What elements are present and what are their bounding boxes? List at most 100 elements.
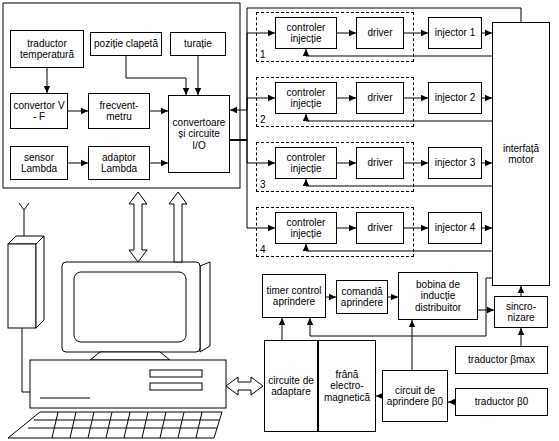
block-box: adaptor Lambda (88, 146, 150, 180)
box-label: controler injecție (278, 22, 334, 45)
computer-illustration (8, 203, 226, 438)
callout-number: 3 (260, 179, 266, 191)
radio-front (8, 244, 36, 328)
signal-arrow (521, 286, 522, 296)
signal-arrow (68, 163, 88, 164)
signal-arrow (68, 111, 88, 112)
box-label: injector 3 (435, 157, 476, 169)
block-box: injector 4 (428, 212, 482, 244)
monitor-side (200, 262, 210, 352)
box-label: frecvent-metru (91, 100, 147, 123)
signal-arrow (150, 111, 168, 112)
signal-arrow (306, 179, 492, 186)
keyboard (8, 412, 222, 438)
block-box: interfață motor (492, 22, 550, 286)
signal-arrow (282, 318, 283, 340)
box-label: injector 2 (435, 92, 476, 104)
antenna (19, 203, 24, 210)
signal-arrow (306, 244, 492, 251)
pc-drive (150, 370, 202, 377)
box-label: injector 4 (435, 222, 476, 234)
block-box: sincro-nizare (494, 296, 548, 328)
connectors (47, 8, 521, 402)
signal-arrow (404, 163, 428, 164)
radio-cable (22, 328, 30, 392)
signal-arrow (404, 228, 428, 229)
signal-arrow (404, 98, 428, 99)
box-label: circuite de adaptare (267, 375, 315, 398)
block-box: circuite de adaptare (264, 340, 318, 432)
signal-arrow (412, 320, 413, 370)
hollow-double-arrow (226, 377, 263, 395)
signal-arrow (337, 228, 356, 229)
box-label: traductor temperatură (13, 38, 81, 61)
box-label: driver (367, 222, 392, 234)
acquisition-frame (3, 3, 240, 188)
box-label: comandă aprindere (339, 286, 385, 309)
box-label: poziție clapetă (94, 38, 158, 50)
signal-arrow (482, 33, 492, 34)
hollow-double-arrow (129, 192, 147, 262)
block-box: sensor Lambda (10, 146, 68, 180)
box-label: injector 1 (435, 27, 476, 39)
monitor-base (90, 352, 170, 360)
block-box: timer control aprindere (262, 274, 326, 318)
signal-arrow (230, 140, 275, 163)
antenna (24, 203, 29, 210)
box-label: interfață motor (495, 143, 547, 166)
box-label: convertor V - F (13, 100, 65, 123)
box-label: timer control aprindere (265, 285, 323, 308)
block-box: frecvent-metru (88, 93, 150, 129)
block-box: controler injecție (275, 212, 337, 244)
block-box: bobina de inducție distribuitor (398, 272, 478, 320)
box-label: controler injecție (278, 87, 334, 110)
block-box: driver (356, 147, 404, 179)
pc-case (30, 360, 226, 408)
block-box: traductor β0 (455, 388, 548, 416)
signal-arrow (47, 68, 48, 93)
block-box: controler injecție (275, 82, 337, 114)
block-box: convertoare și circuite I/O (168, 95, 230, 173)
callout-number: 2 (260, 114, 266, 126)
callout-number: 1 (260, 49, 266, 61)
signal-arrow (482, 98, 492, 99)
box-label: sensor Lambda (13, 152, 65, 175)
keyboard-keys (52, 412, 202, 438)
signal-arrow (448, 402, 455, 403)
keyboard-row (34, 420, 219, 421)
signal-arrow (404, 33, 428, 34)
signal-arrow (482, 163, 492, 164)
pc-drive (150, 383, 202, 390)
block-box: poziție clapetă (90, 32, 162, 56)
radio-side (36, 236, 44, 328)
radio-top (8, 236, 44, 244)
block-box: driver (356, 212, 404, 244)
signal-arrow (230, 8, 521, 110)
signal-arrow (521, 328, 522, 346)
box-label: controler injecție (278, 152, 334, 175)
signal-arrow (337, 163, 356, 164)
signal-arrow (388, 297, 398, 298)
block-box: injector 1 (428, 17, 482, 49)
monitor-case (62, 262, 200, 352)
dashed-group: 2 controler injecție driver (256, 77, 414, 127)
box-label: turație (184, 38, 212, 50)
signal-arrow (230, 98, 275, 140)
monitor-screen (74, 272, 186, 342)
box-label: adaptor Lambda (91, 152, 147, 175)
signal-arrow (306, 114, 492, 121)
block-box: traductor temperatură (10, 30, 84, 68)
signal-arrow (326, 297, 336, 298)
box-label: driver (367, 92, 392, 104)
block-box: controler injecție (275, 17, 337, 49)
block-box: traductor βmax (455, 346, 548, 374)
block-box: convertor V - F (10, 93, 68, 129)
block-box: circuit de aprindere β0 (382, 370, 448, 422)
block-box: driver (356, 82, 404, 114)
block-box: injector 3 (428, 147, 482, 179)
dashed-group: 3 controler injecție driver (256, 142, 414, 192)
keyboard-row (28, 428, 217, 429)
box-label: bobina de inducție distribuitor (401, 279, 475, 314)
